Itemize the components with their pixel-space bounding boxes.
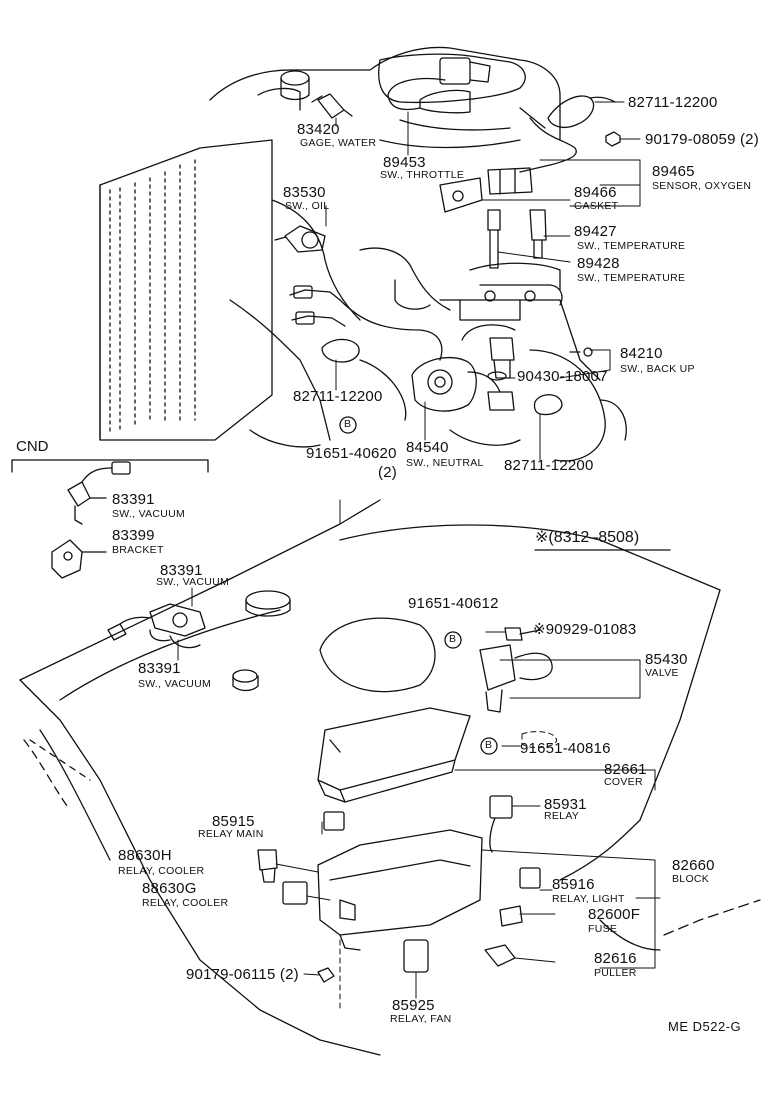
footer-code: ME D522-G xyxy=(668,1019,742,1034)
callout-84210-desc: SW., BACK UP xyxy=(620,363,695,375)
callout-89465-desc: SENSOR, OXYGEN xyxy=(652,180,752,192)
callout-82616-desc: PULLER xyxy=(594,967,637,979)
callout-85931-number: 85931 xyxy=(544,796,587,813)
callout-84540-number: 84540 xyxy=(406,439,449,456)
callout-82661-desc: COVER xyxy=(604,776,643,788)
callout-88630g-desc: RELAY, COOLER xyxy=(142,897,229,909)
callout-85430-number: 85430 xyxy=(645,651,688,668)
bolt-mark-3: B xyxy=(485,739,493,751)
callout-82660-number: 82660 xyxy=(672,857,715,874)
callout-89453-desc: SW., THROTTLE xyxy=(380,169,465,181)
callout-83391-cnd-desc: SW., VACUUM xyxy=(112,508,186,520)
callout-83391-upper-desc: SW., VACUUM xyxy=(156,576,230,588)
callout-84210-number: 84210 xyxy=(620,345,663,362)
callout-85430-desc: VALVE xyxy=(645,667,679,679)
callout-85916-desc: RELAY, LIGHT xyxy=(552,893,625,905)
callout-82711-right-number: 82711-12200 xyxy=(504,457,594,474)
bolt-mark-2: B xyxy=(449,633,457,645)
callout-82711-left-number: 82711-12200 xyxy=(293,388,383,405)
callout-85915-desc: RELAY MAIN xyxy=(198,828,264,840)
callout-82600f-desc: FUSE xyxy=(588,923,618,935)
callout-88630h-number: 88630H xyxy=(118,847,172,864)
bolt-markers xyxy=(339,416,498,755)
callout-89427-number: 89427 xyxy=(574,223,617,240)
callout-85931-desc: RELAY xyxy=(544,810,580,822)
callout-83420-desc: GAGE, WATER xyxy=(300,137,377,149)
callout-82660-desc: BLOCK xyxy=(672,873,710,885)
callout-83530-number: 83530 xyxy=(283,184,326,201)
callout-91651-40620-qty: (2) xyxy=(378,464,397,481)
callout-83530-desc: SW., OIL xyxy=(285,200,330,212)
callout-82711-top-number: 82711-12200 xyxy=(628,94,718,111)
callout-85915-number: 85915 xyxy=(212,813,255,830)
leader-lines-lower xyxy=(177,499,661,999)
callout-90179-bottom-number: 90179-06115 (2) xyxy=(186,966,299,983)
callout-89453-number: 89453 xyxy=(383,154,426,171)
leader-lines-upper xyxy=(325,101,641,461)
callout-83391-upper-number: 83391 xyxy=(160,562,203,579)
callout-82600f-number: 82600F xyxy=(588,906,641,923)
bolt-mark-1: B xyxy=(344,418,352,430)
callout-89428-desc: SW., TEMPERATURE xyxy=(577,272,686,284)
callout-89427-desc: SW., TEMPERATURE xyxy=(577,240,686,252)
callout-91651-40816-number: 91651-40816 xyxy=(520,740,611,757)
section-cnd-label: CND xyxy=(16,438,49,455)
callout-90929-number: ※90929-01083 xyxy=(533,621,637,638)
callout-90179-top-number: 90179-08059 (2) xyxy=(645,131,759,148)
date-range-label: ※(8312–8508) xyxy=(535,529,640,546)
callout-84540-desc: SW., NEUTRAL xyxy=(406,457,484,469)
callout-89428-number: 89428 xyxy=(577,255,620,272)
callout-89466-number: 89466 xyxy=(574,184,617,201)
callout-82661-number: 82661 xyxy=(604,761,647,778)
callout-83391-lower-desc: SW., VACUUM xyxy=(138,678,212,690)
callout-89465-number: 89465 xyxy=(652,163,695,180)
callout-83420-number: 83420 xyxy=(297,121,340,138)
callout-91651-40612-number: 91651-40612 xyxy=(408,595,499,612)
callout-89466-desc: GASKET xyxy=(574,200,619,212)
callout-83399-desc: BRACKET xyxy=(112,544,164,556)
leader-dashed xyxy=(339,731,557,1011)
callout-82616-number: 82616 xyxy=(594,950,637,967)
callout-83391-lower-number: 83391 xyxy=(138,660,181,677)
callout-88630g-number: 88630G xyxy=(142,880,197,897)
callout-85925-number: 85925 xyxy=(392,997,435,1014)
callout-85925-desc: RELAY, FAN xyxy=(390,1013,452,1025)
car-body-illustration xyxy=(19,499,761,1056)
callout-90430-number: 90430-18007 xyxy=(517,368,608,385)
callout-83399-number: 83399 xyxy=(112,527,155,544)
callout-91651-40620-number: 91651-40620 xyxy=(306,445,397,462)
callout-88630h-desc: RELAY, COOLER xyxy=(118,865,205,877)
cnd-section xyxy=(11,459,209,579)
callout-85916-number: 85916 xyxy=(552,876,595,893)
engine-illustration xyxy=(99,46,627,462)
callout-83391-cnd-number: 83391 xyxy=(112,491,155,508)
